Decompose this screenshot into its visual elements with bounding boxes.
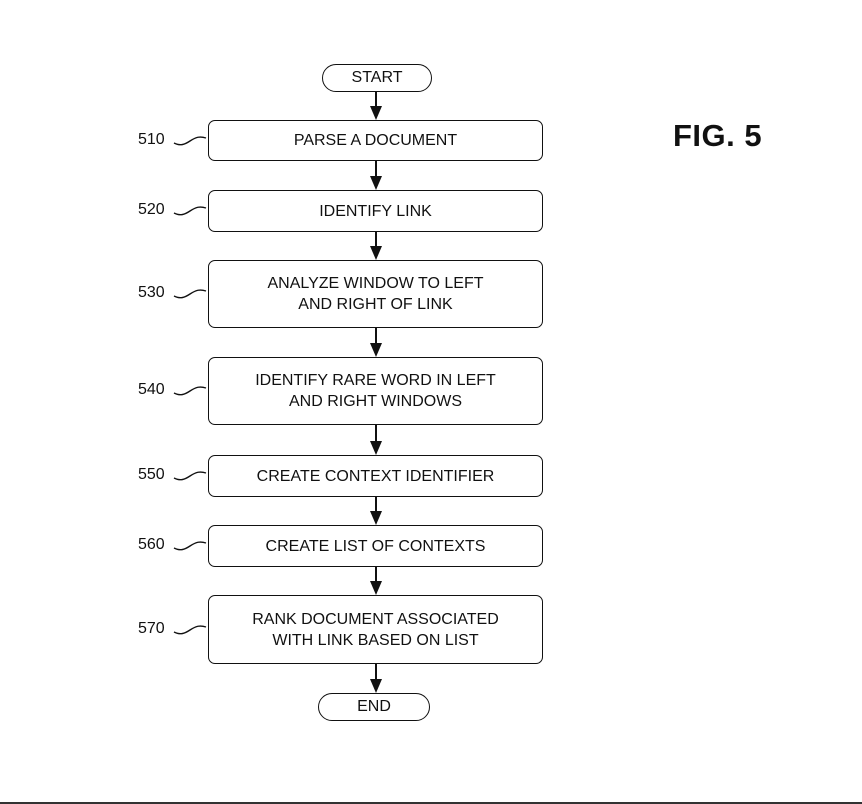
flow-arrow bbox=[370, 497, 382, 525]
step-box-570: RANK DOCUMENT ASSOCIATED WITH LINK BASED… bbox=[208, 595, 543, 664]
end-terminal: END bbox=[318, 693, 430, 721]
step-box-520: IDENTIFY LINK bbox=[208, 190, 543, 232]
leader-line-icon bbox=[173, 206, 207, 216]
leader-line-icon bbox=[173, 624, 207, 634]
end-label: END bbox=[357, 698, 391, 715]
step-text: CREATE LIST OF CONTEXTS bbox=[265, 537, 486, 555]
step-text: PARSE A DOCUMENT bbox=[293, 132, 458, 149]
step-text: RANK DOCUMENT ASSOCIATED WITH LINK BASED… bbox=[252, 610, 499, 649]
step-box-560: CREATE LIST OF CONTEXTS bbox=[208, 525, 543, 567]
flow-arrow bbox=[370, 425, 382, 455]
step-reference-numeral: 510 bbox=[138, 130, 165, 148]
step-reference-numeral: 560 bbox=[138, 536, 165, 553]
leader-line-icon bbox=[173, 135, 207, 145]
flow-arrow bbox=[370, 92, 382, 120]
step-box-530: ANALYZE WINDOW TO LEFT AND RIGHT OF LINK bbox=[208, 260, 543, 328]
step-reference-numeral: 540 bbox=[138, 381, 165, 398]
leader-line-icon bbox=[173, 386, 207, 396]
start-terminal: START bbox=[322, 64, 432, 92]
start-label: START bbox=[351, 69, 403, 86]
step-box-550: CREATE CONTEXT IDENTIFIER bbox=[208, 455, 543, 497]
step-reference-numeral: 530 bbox=[138, 284, 165, 301]
flow-arrow bbox=[370, 328, 382, 357]
flow-arrow bbox=[370, 567, 382, 595]
leader-line-icon bbox=[173, 471, 207, 481]
step-box-510: PARSE A DOCUMENT bbox=[208, 120, 543, 161]
step-text: IDENTIFY LINK bbox=[319, 202, 432, 220]
leader-line-icon bbox=[173, 541, 207, 551]
step-reference-numeral: 550 bbox=[138, 466, 165, 483]
step-text: CREATE CONTEXT IDENTIFIER bbox=[256, 467, 495, 485]
flow-arrow bbox=[370, 664, 382, 693]
step-text: ANALYZE WINDOW TO LEFT AND RIGHT OF LINK bbox=[267, 275, 484, 313]
step-reference-numeral: 570 bbox=[138, 619, 165, 637]
flow-arrow bbox=[370, 161, 382, 190]
step-text: IDENTIFY RARE WORD IN LEFT AND RIGHT WIN… bbox=[255, 372, 496, 410]
bottom-rule bbox=[0, 802, 862, 804]
leader-line-icon bbox=[173, 289, 207, 299]
flow-arrow bbox=[370, 232, 382, 260]
step-reference-numeral: 520 bbox=[138, 201, 165, 218]
figure-label: FIG. 5 bbox=[673, 118, 763, 153]
step-box-540: IDENTIFY RARE WORD IN LEFT AND RIGHT WIN… bbox=[208, 357, 543, 425]
